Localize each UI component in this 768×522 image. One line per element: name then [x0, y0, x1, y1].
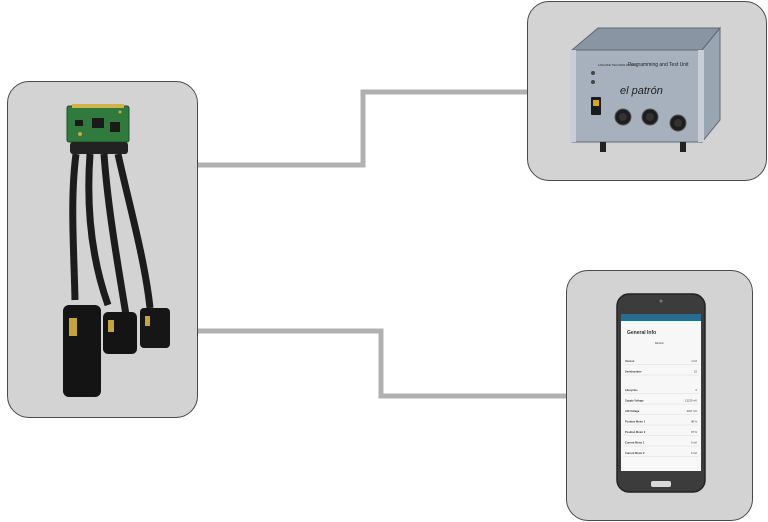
cable-harness-illustration: [63, 104, 170, 397]
programmer-label: Programming and Test Unit: [628, 62, 689, 68]
info-row-label: Current Motor 2: [625, 451, 645, 455]
connector-large: [63, 305, 101, 397]
info-row-value: 98 %: [691, 420, 698, 424]
info-row-value: 0: [696, 388, 698, 392]
info-row-value: 1.0.0: [691, 359, 697, 363]
programming-unit-illustration: LISCHKE TECHNOLOGIES Programming and Tes…: [570, 26, 722, 152]
info-row-label: Position Motor 1: [625, 420, 646, 424]
info-row-label: Current Motor 1: [625, 441, 645, 445]
info-row-label: Version: [625, 359, 635, 363]
info-row-value: 3327 mV: [687, 409, 698, 413]
phone-screen: [621, 314, 701, 471]
app-title: General Info: [627, 330, 656, 336]
info-row-label: Supply Voltage: [625, 399, 644, 403]
info-row-value: 12230 mV: [685, 399, 697, 403]
app-header-bar: [621, 314, 701, 321]
refresh-label[interactable]: Refresh: [655, 342, 664, 345]
info-row-label: Lifecycles: [625, 388, 638, 392]
programmer-brand: LISCHKE TECHNOLOGIES: [598, 63, 635, 67]
info-row-label: Position Motor 2: [625, 430, 646, 434]
connector-middle: [103, 312, 137, 354]
info-row-value: 15: [694, 370, 697, 374]
info-row-value: 0 mA: [691, 441, 697, 445]
info-row-label: Serialnumber: [625, 370, 642, 374]
connector-line-to-programmer: [198, 89, 527, 168]
smartphone-illustration: General Info Refresh Version 1.0.0Serialn…: [616, 293, 706, 493]
connector-line-to-smartphone: [198, 328, 566, 399]
info-row-value: 0 mA: [691, 451, 697, 455]
info-row-value: 97 %: [691, 430, 698, 434]
programmer-name: el patrón: [620, 85, 663, 97]
connector-small: [140, 308, 170, 348]
info-row-label: A/D Voltage: [625, 409, 640, 413]
